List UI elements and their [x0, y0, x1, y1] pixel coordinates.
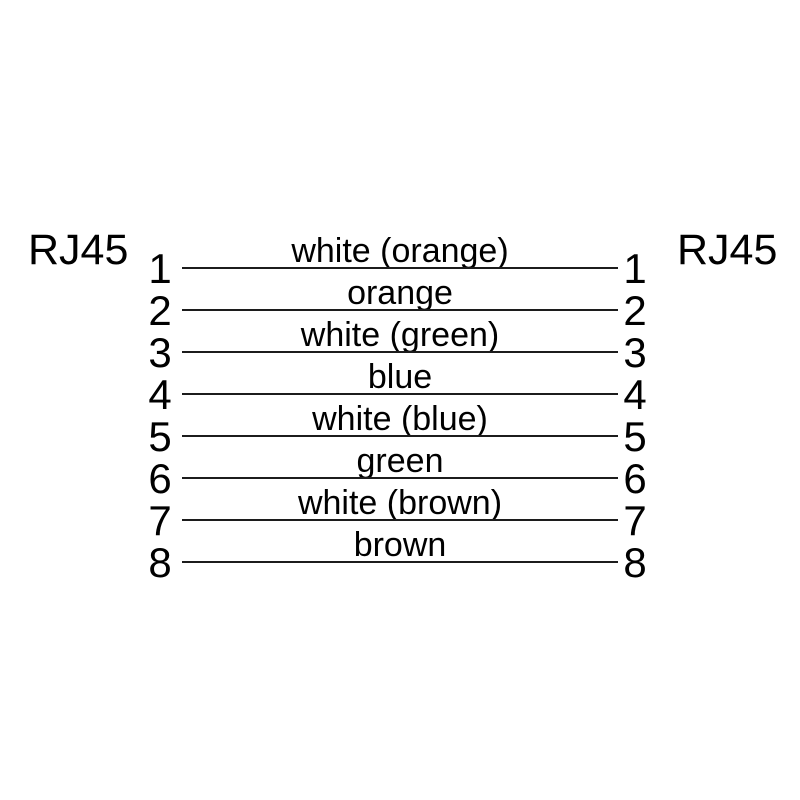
pin-number-left: 6 [148, 455, 172, 502]
pin-number-right: 1 [623, 245, 647, 292]
wire-color-label: white (green) [300, 316, 500, 354]
wire-line [182, 477, 618, 479]
pin-number-left: 2 [148, 287, 172, 334]
pin-number-right: 4 [623, 371, 647, 418]
pin-number-right: 5 [623, 413, 647, 460]
pin-number-left: 5 [148, 413, 172, 460]
wire-line [182, 435, 618, 437]
wire-color-label: orange [347, 274, 453, 312]
wire-line [182, 519, 618, 521]
pin-number-left: 8 [148, 539, 172, 586]
wire-color-label: brown [353, 526, 447, 564]
pin-number-left: 4 [148, 371, 172, 418]
wire-line [182, 267, 618, 269]
pin-number-right: 2 [623, 287, 647, 334]
pin-number-right: 6 [623, 455, 647, 502]
wire-color-label: white (blue) [312, 400, 488, 438]
pin-number-left: 7 [148, 497, 172, 544]
pin-number-left: 3 [148, 329, 172, 376]
connector-label-left: RJ45 [28, 226, 129, 274]
wire-color-label: green [356, 442, 444, 480]
wire-line [182, 309, 618, 311]
wire-color-label: white (brown) [297, 484, 503, 522]
wire-line [182, 561, 618, 563]
pin-number-right: 8 [623, 539, 647, 586]
pin-number-left: 1 [148, 245, 172, 292]
connector-label-right: RJ45 [677, 226, 778, 274]
wire-color-label: white (orange) [291, 232, 509, 270]
wire-color-label: blue [367, 358, 433, 396]
pin-number-right: 3 [623, 329, 647, 376]
wire-line [182, 351, 618, 353]
wire-line [182, 393, 618, 395]
pin-number-right: 7 [623, 497, 647, 544]
